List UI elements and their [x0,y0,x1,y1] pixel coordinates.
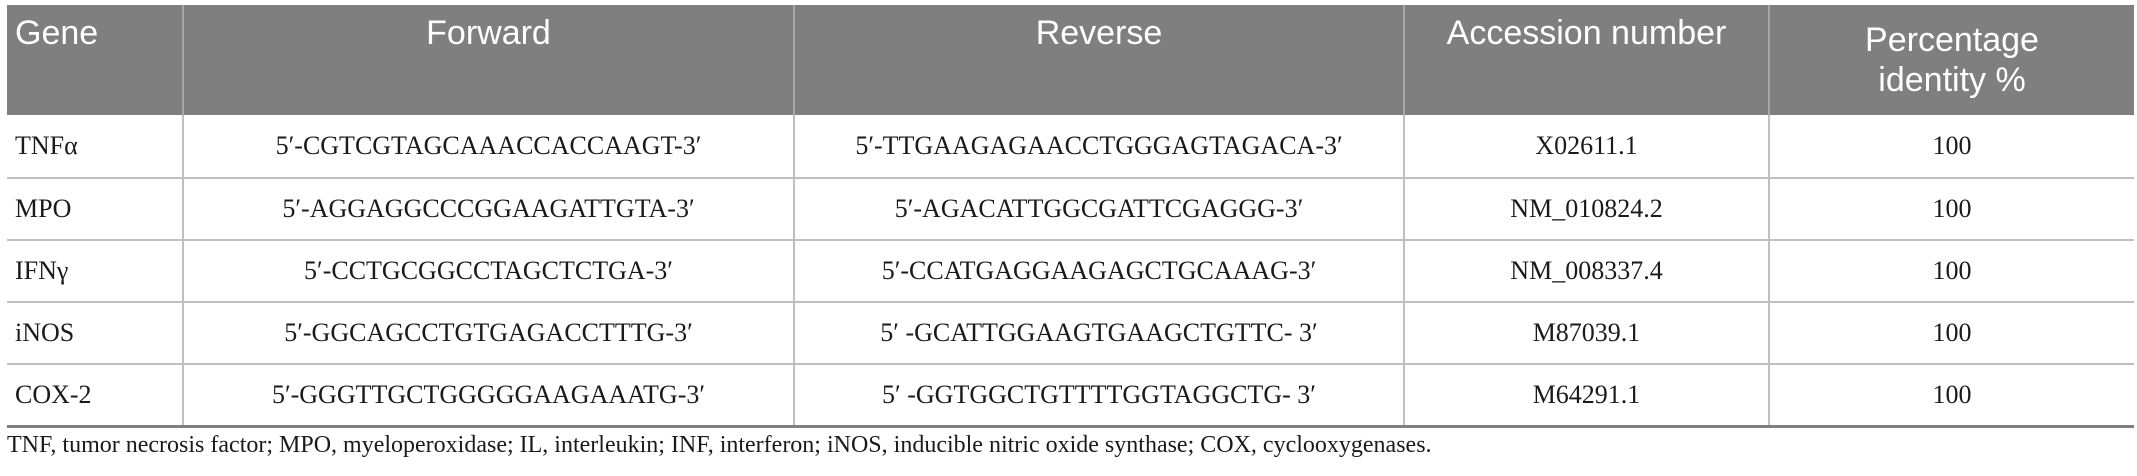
table-row: MPO 5′-AGGAGGCCCGGAAGATTGTA-3′ 5′-AGACAT… [7,178,2134,241]
cell-percentage-identity: 100 [1769,115,2134,179]
header-percentage-line2: identity % [1878,61,2026,99]
header-reverse: Reverse [794,5,1405,115]
table-header-row: Gene Forward Reverse Accession number Pe… [7,5,2134,115]
table-row: iNOS 5′-GGCAGCCTGTGAGACCTTTG-3′ 5′ -GCAT… [7,302,2134,365]
cell-accession-number: NM_008337.4 [1404,240,1770,303]
cell-percentage-identity: 100 [1769,364,2134,428]
table-row: TNFα 5′-CGTCGTAGCAAACCACCAAGT-3′ 5′-TTGA… [7,115,2134,179]
cell-forward-primer: 5′-GGGTTGCTGGGGGAAGAAATG-3′ [183,364,795,428]
cell-forward-primer: 5′-GGCAGCCTGTGAGACCTTTG-3′ [183,302,795,365]
table-footnote: TNF, tumor necrosis factor; MPO, myelope… [7,432,1432,458]
cell-reverse-primer: 5′-AGACATTGGCGATTCGAGGG-3′ [794,178,1405,241]
header-percentage-line1: Percentage [1865,21,2039,59]
cell-forward-primer: 5′-AGGAGGCCCGGAAGATTGTA-3′ [183,178,795,241]
cell-gene: COX-2 [7,364,184,428]
cell-forward-primer: 5′-CGTCGTAGCAAACCACCAAGT-3′ [183,115,795,179]
table-row: COX-2 5′-GGGTTGCTGGGGGAAGAAATG-3′ 5′ -GG… [7,364,2134,428]
cell-gene: iNOS [7,302,184,365]
header-accession-number: Accession number [1404,5,1770,115]
cell-gene: IFNγ [7,240,184,303]
cell-percentage-identity: 100 [1769,178,2134,241]
header-gene: Gene [7,5,184,115]
primer-table-container: Gene Forward Reverse Accession number Pe… [7,5,2134,428]
cell-reverse-primer: 5′ -GCATTGGAAGTGAAGCTGTTC- 3′ [794,302,1405,365]
cell-accession-number: NM_010824.2 [1404,178,1770,241]
cell-percentage-identity: 100 [1769,240,2134,303]
header-percentage-identity: Percentage identity % [1769,5,2134,115]
cell-forward-primer: 5′-CCTGCGGCCTAGCTCTGA-3′ [183,240,795,303]
cell-accession-number: M64291.1 [1404,364,1770,428]
cell-accession-number: X02611.1 [1404,115,1770,179]
cell-reverse-primer: 5′-CCATGAGGAAGAGCTGCAAAG-3′ [794,240,1405,303]
cell-reverse-primer: 5′-TTGAAGAGAACCTGGGAGTAGACA-3′ [794,115,1405,179]
cell-percentage-identity: 100 [1769,302,2134,365]
cell-gene: MPO [7,178,184,241]
cell-gene: TNFα [7,115,184,179]
cell-accession-number: M87039.1 [1404,302,1770,365]
header-forward: Forward [183,5,795,115]
cell-reverse-primer: 5′ -GGTGGCTGTTTTGGTAGGCTG- 3′ [794,364,1405,428]
primer-table: Gene Forward Reverse Accession number Pe… [7,5,2134,428]
table-row: IFNγ 5′-CCTGCGGCCTAGCTCTGA-3′ 5′-CCATGAG… [7,240,2134,303]
